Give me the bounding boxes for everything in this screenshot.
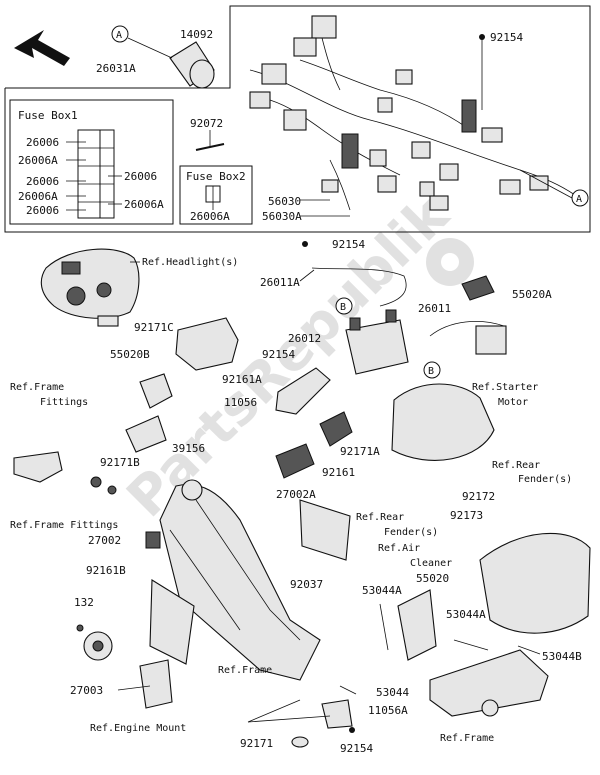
- gear-watermark-icon: [426, 238, 474, 286]
- part-55020b-cover: [175, 317, 239, 371]
- callout-b-top: B: [335, 297, 353, 315]
- ref-air-cleaner-2: Cleaner: [410, 558, 452, 569]
- label-92171a: 92171A: [340, 445, 380, 458]
- fuse-box2-label: 26006A: [190, 210, 230, 223]
- label-27002: 27002: [88, 534, 121, 547]
- label-26031a: 26031A: [96, 62, 136, 75]
- fuse-label-r1: 26006: [124, 170, 157, 183]
- ref-frame-fittings-full: Ref.Frame Fittings: [10, 520, 118, 531]
- part-26012-battery: [345, 309, 409, 375]
- label-53044a: 53044A: [362, 584, 402, 597]
- label-26012: 26012: [288, 332, 321, 345]
- label-39156: 39156: [172, 442, 205, 455]
- label-56030: 56030: [268, 195, 301, 208]
- ref-starter-2: Motor: [498, 397, 528, 408]
- ref-starter-1: Ref.Starter: [472, 382, 538, 393]
- label-92072: 92072: [190, 117, 223, 130]
- part-92072-tie: [195, 130, 225, 151]
- headlight-assembly: [40, 248, 140, 327]
- part-55020a-cover: [461, 275, 495, 301]
- label-11056: 11056: [224, 396, 257, 409]
- label-92161: 92161: [322, 466, 355, 479]
- ref-rear-fender-mid-2: Fender(s): [384, 527, 438, 538]
- svg-text:A: A: [576, 194, 582, 205]
- label-92161b: 92161B: [86, 564, 126, 577]
- label-26011: 26011: [418, 302, 451, 315]
- part-11056-bracket: [275, 367, 331, 415]
- label-14092: 14092: [180, 28, 213, 41]
- label-11056a: 11056A: [368, 704, 408, 717]
- ref-engine-mount: Ref.Engine Mount: [90, 723, 186, 734]
- label-53044: 53044: [376, 686, 409, 699]
- fuse-label-r2: 26006A: [124, 198, 164, 211]
- fuse-label-l1: 26006: [26, 136, 59, 149]
- label-27002a: 27002A: [276, 488, 316, 501]
- label-92172: 92172: [462, 490, 495, 503]
- front-direction-arrow-icon: [14, 30, 70, 66]
- part-27002a-relay: [275, 443, 315, 479]
- label-56030a: 56030A: [262, 210, 302, 223]
- label-55020: 55020: [416, 572, 449, 585]
- ref-frame-mid: Ref.Frame: [218, 665, 272, 676]
- part-14092-cap: [127, 37, 215, 89]
- ref-rear-fender-2: Fender(s): [518, 474, 572, 485]
- rear-subframe: [429, 639, 549, 717]
- label-92154-mid: 92154: [332, 238, 365, 251]
- label-92171: 92171: [240, 737, 273, 750]
- ref-frame-fittings-1: Ref.Frame: [10, 382, 64, 393]
- label-55020b: 55020B: [110, 348, 150, 361]
- callout-b-bottom: B: [423, 361, 441, 379]
- fuse-label-l4: 26006A: [18, 190, 58, 203]
- label-132: 132: [74, 596, 94, 609]
- air-cleaner-housing: [479, 532, 591, 634]
- ref-rear-fender-1: Ref.Rear: [492, 460, 540, 471]
- fuse-box1-panel: Fuse Box1 26006 26006A 26006 26006A 2600…: [9, 99, 174, 225]
- svg-text:B: B: [340, 302, 346, 313]
- fuse-label-l3: 26006: [26, 175, 59, 188]
- callout-a-right: A: [571, 189, 589, 207]
- callout-a-left: A: [111, 25, 129, 43]
- label-26011a: 26011A: [260, 276, 300, 289]
- label-92154-b: 92154: [262, 348, 295, 361]
- label-55020a: 55020A: [512, 288, 552, 301]
- ref-headlight: Ref.Headlight(s): [142, 257, 238, 268]
- main-harness-frame: [4, 5, 591, 233]
- label-53044b: 53044B: [542, 650, 582, 663]
- fuse-label-l2: 26006A: [18, 154, 58, 167]
- ref-air-cleaner-1: Ref.Air: [378, 543, 420, 554]
- label-92173: 92173: [450, 509, 483, 522]
- label-92154-top: 92154: [490, 31, 523, 44]
- ref-frame-right: Ref.Frame: [440, 733, 494, 744]
- label-92161a: 92161A: [222, 373, 262, 386]
- ref-frame-fittings-2: Fittings: [40, 397, 88, 408]
- fuse-label-l5: 26006: [26, 204, 59, 217]
- label-92154-bot: 92154: [340, 742, 373, 755]
- fuse-box2-title: Fuse Box2: [186, 170, 246, 183]
- label-92171c: 92171C: [134, 321, 174, 334]
- frame-fitting-bracket-lower: [13, 451, 117, 495]
- fuse-box1-title: Fuse Box1: [18, 109, 78, 122]
- ref-rear-fender-mid-1: Ref.Rear: [356, 512, 404, 523]
- label-92037: 92037: [290, 578, 323, 591]
- part-27003-horn: [83, 631, 113, 661]
- part-92161-pad: [319, 411, 353, 447]
- main-frame: [149, 479, 351, 681]
- main-wiring-harness: [249, 15, 576, 217]
- label-53044a-b: 53044A: [446, 608, 486, 621]
- fuse-box2-panel: Fuse Box2 26006A: [179, 165, 253, 225]
- label-92171b: 92171B: [100, 456, 140, 469]
- label-27003: 27003: [70, 684, 103, 697]
- svg-text:B: B: [428, 366, 434, 377]
- svg-text:A: A: [116, 30, 122, 41]
- frame-fitting-bracket-upper: [125, 373, 173, 453]
- battery-case: [391, 383, 495, 461]
- engine-mount-bracket: [117, 659, 173, 709]
